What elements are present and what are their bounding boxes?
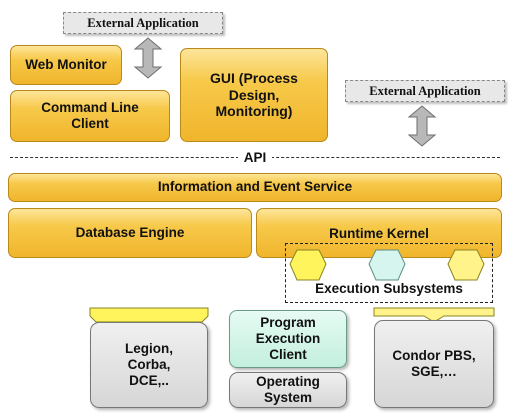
database-engine-label: Database Engine bbox=[75, 224, 185, 240]
condor-pbs-sge-label: Condor PBS, SGE,… bbox=[392, 347, 476, 379]
command-line-client-box: Command Line Client bbox=[10, 90, 170, 142]
runtime-kernel-label: Runtime Kernel bbox=[329, 226, 429, 241]
operating-system-label: Operating System bbox=[256, 373, 320, 405]
external-application-right: External Application bbox=[345, 80, 505, 102]
execution-subsystems-frame bbox=[285, 243, 493, 303]
database-engine-box: Database Engine bbox=[8, 208, 252, 258]
web-monitor-label: Web Monitor bbox=[25, 56, 107, 72]
legion-corba-dce-box: Legion, Corba, DCE,.. bbox=[90, 322, 208, 408]
cyan-pentagon-icon bbox=[368, 249, 406, 281]
light-yellow-pentagon-icon bbox=[447, 249, 485, 281]
program-execution-client-box: Program Execution Client bbox=[229, 310, 347, 368]
legion-corba-dce-label: Legion, Corba, DCE,.. bbox=[125, 340, 173, 389]
program-execution-client-label: Program Execution Client bbox=[255, 314, 321, 363]
web-monitor-box: Web Monitor bbox=[10, 45, 122, 85]
double-arrow-icon bbox=[133, 37, 163, 79]
operating-system-box: Operating System bbox=[229, 372, 347, 408]
gui-box: GUI (Process Design, Monitoring) bbox=[180, 48, 328, 142]
yellow-connector-tab bbox=[89, 307, 209, 323]
execution-subsystems-label: Execution Subsystems bbox=[315, 281, 463, 296]
external-application-top: External Application bbox=[63, 12, 223, 34]
command-line-client-label: Command Line Client bbox=[41, 99, 139, 131]
api-label: API bbox=[238, 148, 272, 166]
external-application-right-label: External Application bbox=[369, 83, 481, 98]
information-event-service-box: Information and Event Service bbox=[8, 173, 502, 202]
condor-pbs-sge-box: Condor PBS, SGE,… bbox=[374, 320, 494, 408]
yellow-connector-tab bbox=[373, 307, 495, 323]
double-arrow-icon bbox=[407, 105, 437, 147]
information-event-service-label: Information and Event Service bbox=[157, 179, 353, 195]
gui-label: GUI (Process Design, Monitoring) bbox=[210, 69, 298, 120]
yellow-pentagon-icon bbox=[289, 249, 327, 281]
external-application-top-label: External Application bbox=[87, 15, 199, 30]
